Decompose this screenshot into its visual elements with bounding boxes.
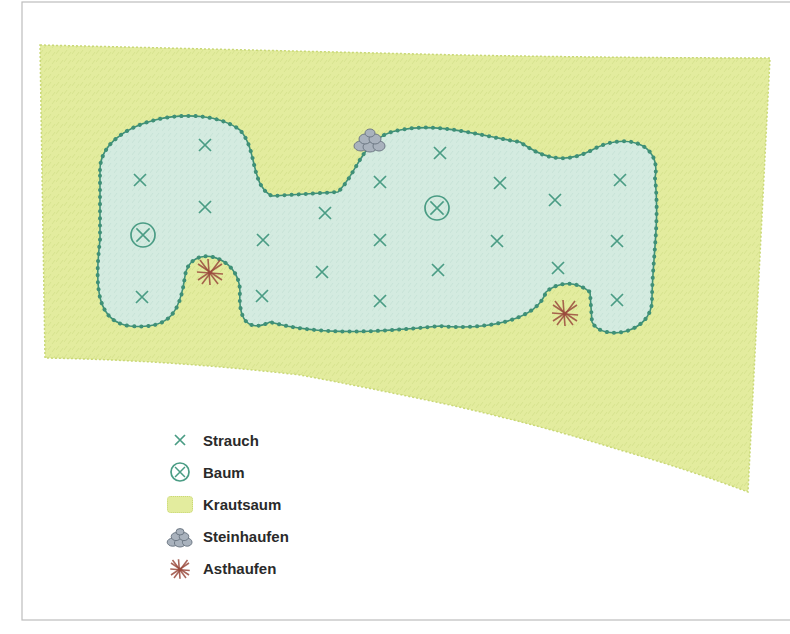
branch-pile-symbol [197, 259, 223, 285]
shrub-symbol [552, 262, 564, 274]
symbol-swatch [165, 459, 195, 485]
plan-symbols [131, 129, 626, 326]
shrub-symbol [316, 266, 328, 278]
branch-pile-symbol [552, 300, 578, 326]
branch-pile-symbol [170, 559, 190, 579]
legend-entry: Krautsaum [165, 491, 281, 517]
legend-entry: Strauch [165, 427, 259, 453]
legend-label: Asthaufen [203, 560, 276, 577]
stone-pile-symbol [354, 129, 385, 152]
shrub-symbol [549, 194, 561, 206]
shrub-symbol [434, 147, 446, 159]
symbol-swatch [165, 556, 195, 582]
legend-swatch [165, 491, 195, 517]
legend-entry: Baum [165, 459, 245, 485]
tree-symbol [171, 463, 189, 481]
legend-entry: Steinhaufen [165, 524, 289, 550]
tree-symbol [425, 196, 449, 220]
symbol-swatch [165, 427, 195, 453]
symbol-swatch [165, 524, 195, 550]
legend-swatch [165, 556, 195, 582]
shrub-symbol [614, 174, 626, 186]
legend-label: Krautsaum [203, 496, 281, 513]
legend-label: Baum [203, 464, 245, 481]
stone-pile-symbol [167, 528, 192, 546]
shrub-symbol [374, 234, 386, 246]
tree-symbol [131, 223, 155, 247]
legend-swatch [165, 427, 195, 453]
shrub-symbol [319, 207, 331, 219]
shrub-symbol [374, 176, 386, 188]
shrub-symbol [611, 235, 623, 247]
legend-swatch [165, 524, 195, 550]
shrub-symbol [175, 435, 185, 445]
shrub-symbol [199, 201, 211, 213]
shrub-symbol [257, 234, 269, 246]
herb-margin [40, 45, 770, 492]
shrub-symbol [134, 174, 146, 186]
shrub-symbol [256, 290, 268, 302]
shrub-symbol [136, 291, 148, 303]
legend-label: Strauch [203, 432, 259, 449]
hedge-area [98, 116, 657, 333]
hedge-scallop [98, 116, 657, 333]
frame [22, 2, 790, 620]
shrub-symbol [432, 264, 444, 276]
color-swatch [167, 496, 193, 513]
legend-swatch [165, 459, 195, 485]
shrub-symbol [374, 295, 386, 307]
shrub-symbol [491, 235, 503, 247]
legend-entry: Asthaufen [165, 556, 276, 582]
shrub-symbol [494, 177, 506, 189]
legend-label: Steinhaufen [203, 528, 289, 545]
shrub-symbol [611, 294, 623, 306]
shrub-symbol [199, 139, 211, 151]
